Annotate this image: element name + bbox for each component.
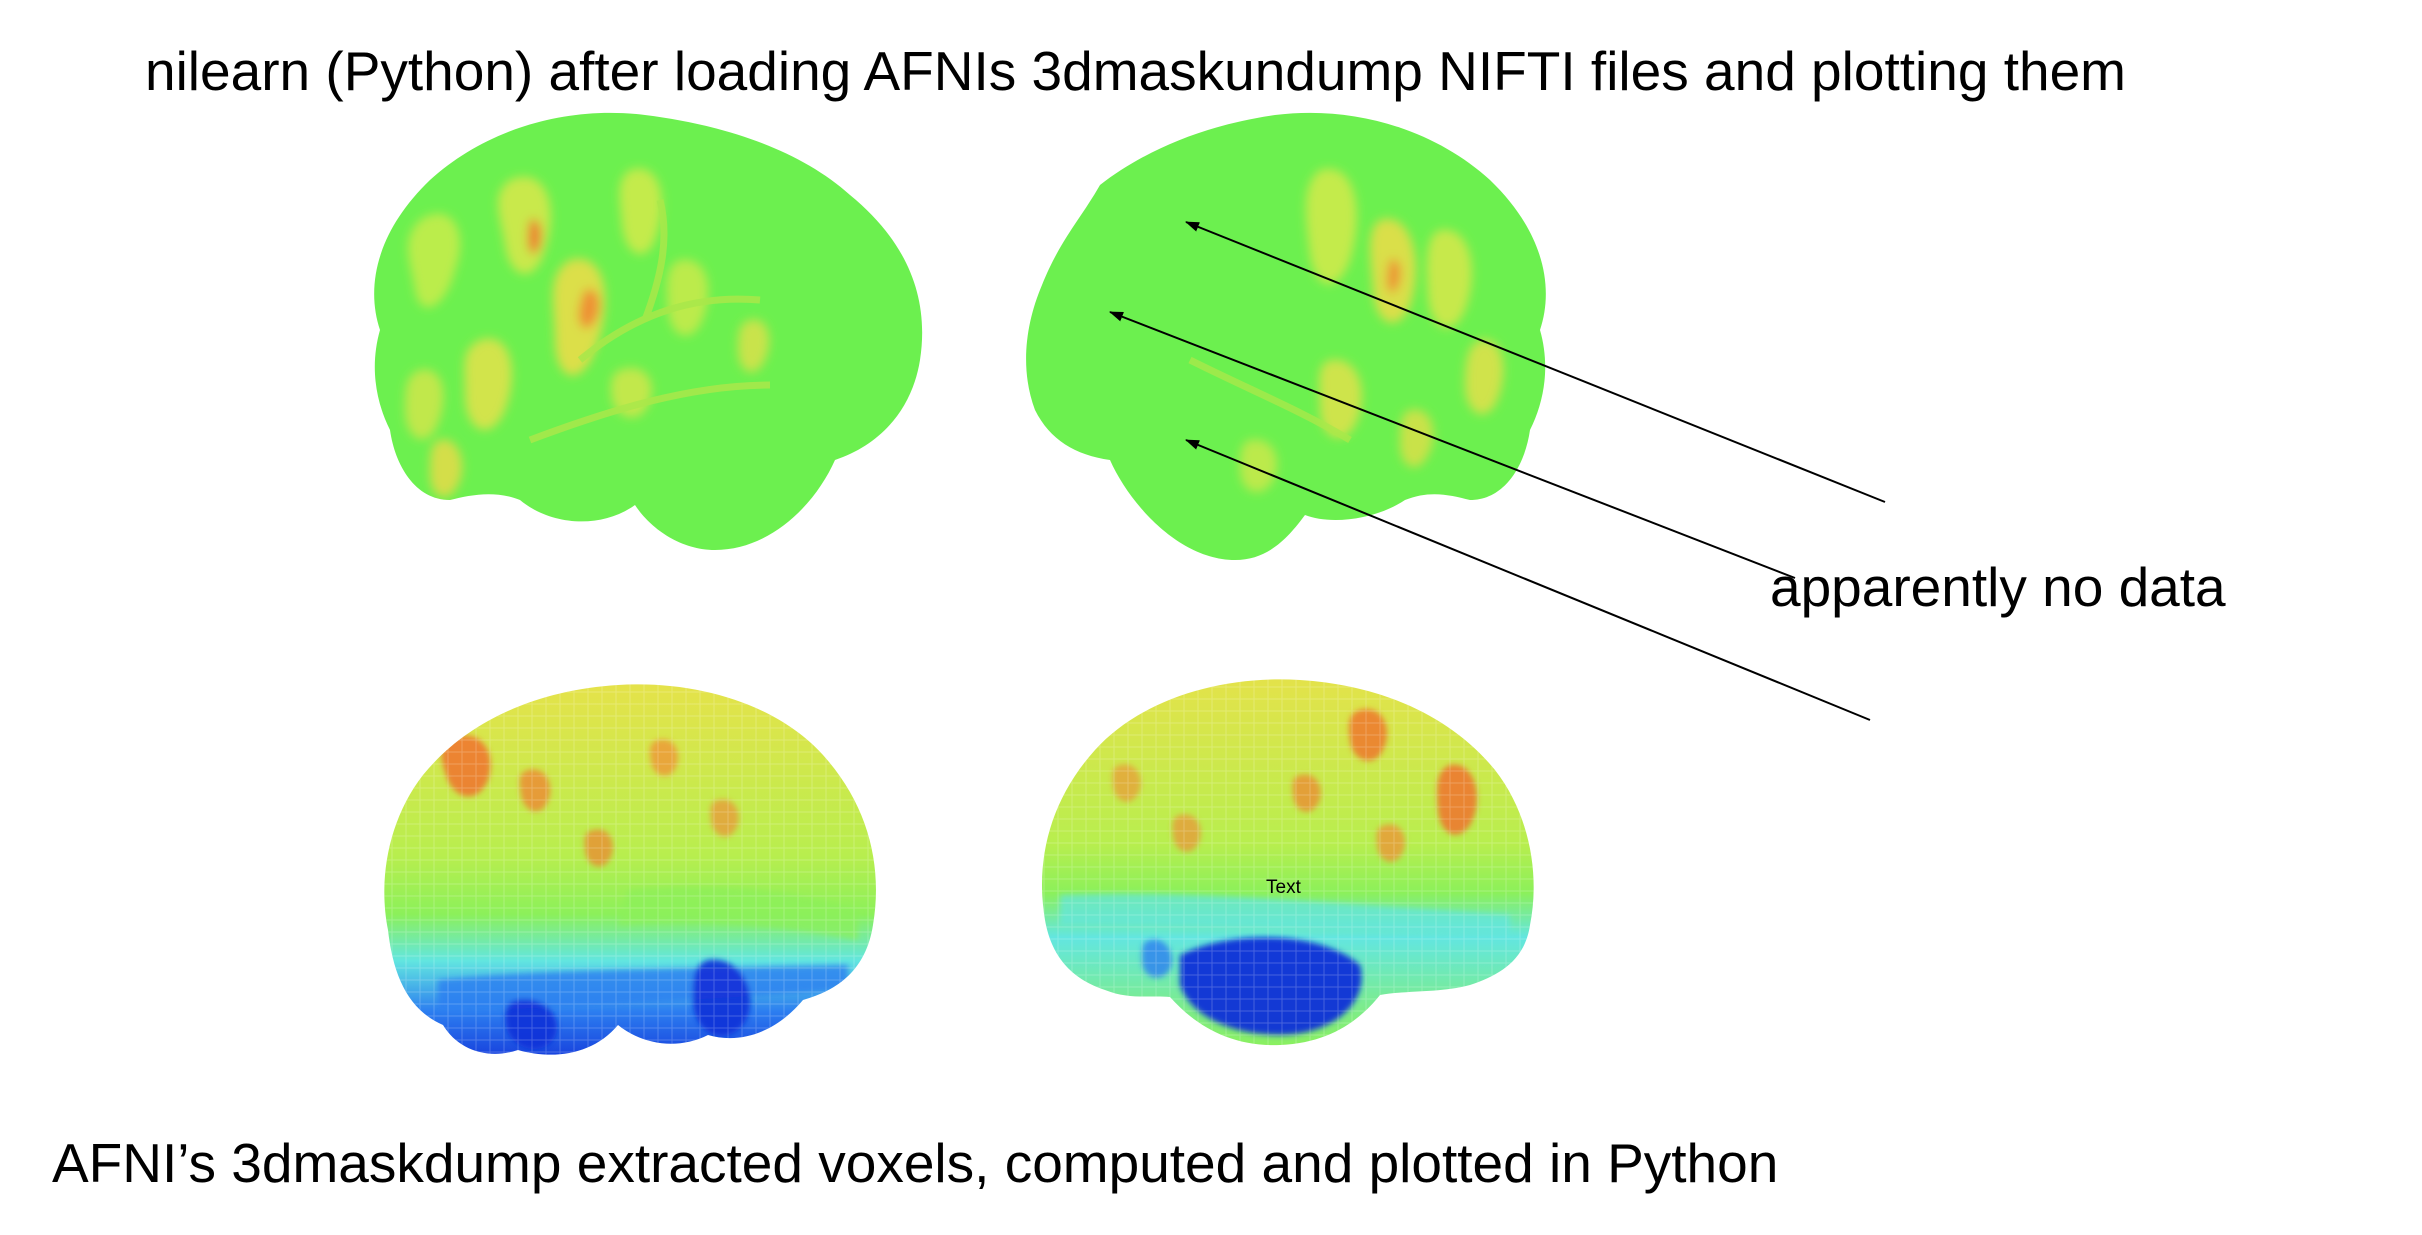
- bottom-caption: AFNI’s 3dmaskdump extracted voxels, comp…: [52, 1132, 1779, 1194]
- surface-brain-right: [1026, 112, 1546, 560]
- arrow-lower: [1185, 439, 1871, 721]
- surface-brain-left: [374, 112, 923, 550]
- figure-title: nilearn (Python) after loading AFNIs 3dm…: [145, 40, 2126, 102]
- voxel-brain-right: [1042, 679, 1534, 1046]
- arrow-middle: [1109, 311, 1796, 579]
- no-data-annotation: apparently no data: [1770, 556, 2226, 618]
- voxel-brain-left: [384, 684, 876, 1055]
- arrow-upper: [1185, 221, 1886, 503]
- surface-brain-right-blobs: [1240, 168, 1504, 493]
- overlay-text-label: Text: [1266, 877, 1301, 898]
